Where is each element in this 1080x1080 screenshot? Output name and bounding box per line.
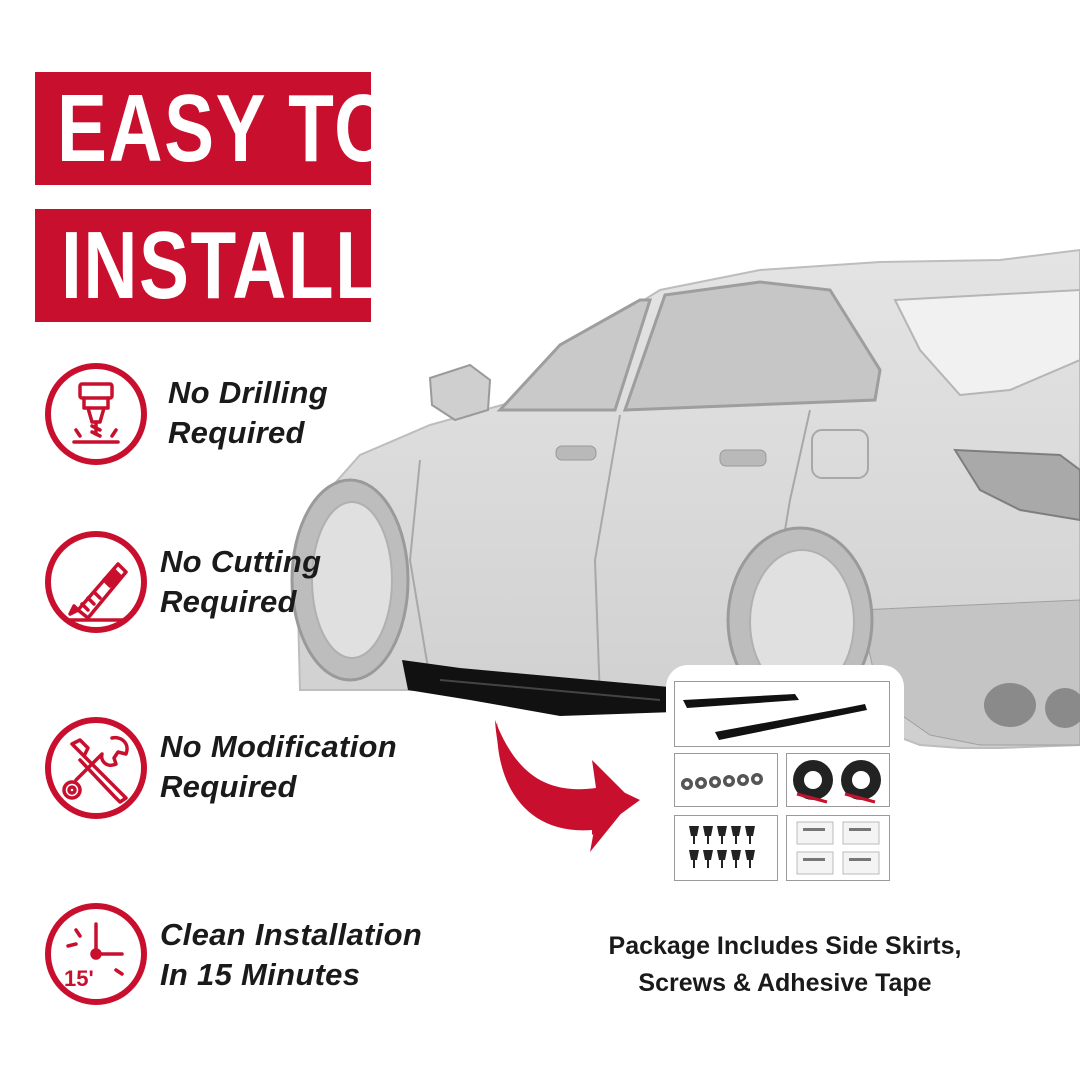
feature-no-cutting-line1: No Cutting <box>160 544 322 579</box>
package-caption: Package Includes Side Skirts, Screws & A… <box>560 928 1010 1002</box>
side-skirt-pair-cell <box>674 681 890 747</box>
tail-light <box>953 448 1080 522</box>
rear-window <box>893 288 1080 397</box>
adhesive-tape-cell <box>786 753 890 807</box>
side-skirt-pair-icon <box>683 694 867 740</box>
washers-icon <box>681 773 763 790</box>
side-mirror <box>428 363 492 422</box>
side-window-rear <box>622 280 882 412</box>
feature-no-cutting-line2: Required <box>160 584 297 619</box>
washers-cell <box>674 753 778 807</box>
wrench-screwdriver-icon <box>45 717 147 819</box>
screws-icon <box>689 826 755 868</box>
feature-clean-installation-line2: In 15 Minutes <box>160 957 361 992</box>
front-wheel <box>290 478 410 682</box>
feature-no-modification: No Modification Required <box>160 727 397 807</box>
feature-no-drilling: No Drilling Required <box>168 373 328 453</box>
feature-no-drilling-line1: No Drilling <box>168 375 329 410</box>
feature-no-modification-line2: Required <box>160 769 297 804</box>
alcohol-wipes-icon <box>796 821 880 875</box>
headline-line-2-text: INSTALL <box>61 211 383 319</box>
headline-line-1: EASY TO <box>35 72 392 185</box>
drill-icon <box>45 363 147 465</box>
headline-line-1-text: EASY TO <box>57 74 394 182</box>
package-caption-line2: Screws & Adhesive Tape <box>638 969 932 997</box>
feature-no-modification-line1: No Modification <box>160 729 397 764</box>
arrow-icon <box>495 720 640 852</box>
package-caption-line1: Package Includes Side Skirts, <box>608 932 962 960</box>
feature-no-cutting: No Cutting Required <box>160 542 321 622</box>
clock-icon-label: 15' <box>64 966 94 991</box>
package-contents-box <box>666 665 904 901</box>
side-skirt <box>402 660 680 716</box>
side-window-front <box>496 298 653 412</box>
alcohol-wipes-cell <box>786 815 890 881</box>
feature-no-drilling-line2: Required <box>168 415 305 450</box>
feature-clean-installation: Clean Installation In 15 Minutes <box>160 915 422 995</box>
clock-icon: 15' <box>45 903 147 1005</box>
utility-knife-icon <box>45 531 147 633</box>
headline-line-2: INSTALL <box>35 209 381 322</box>
adhesive-tape-rolls-icon <box>793 760 881 804</box>
screws-cell <box>674 815 778 881</box>
feature-clean-installation-line1: Clean Installation <box>160 917 423 952</box>
